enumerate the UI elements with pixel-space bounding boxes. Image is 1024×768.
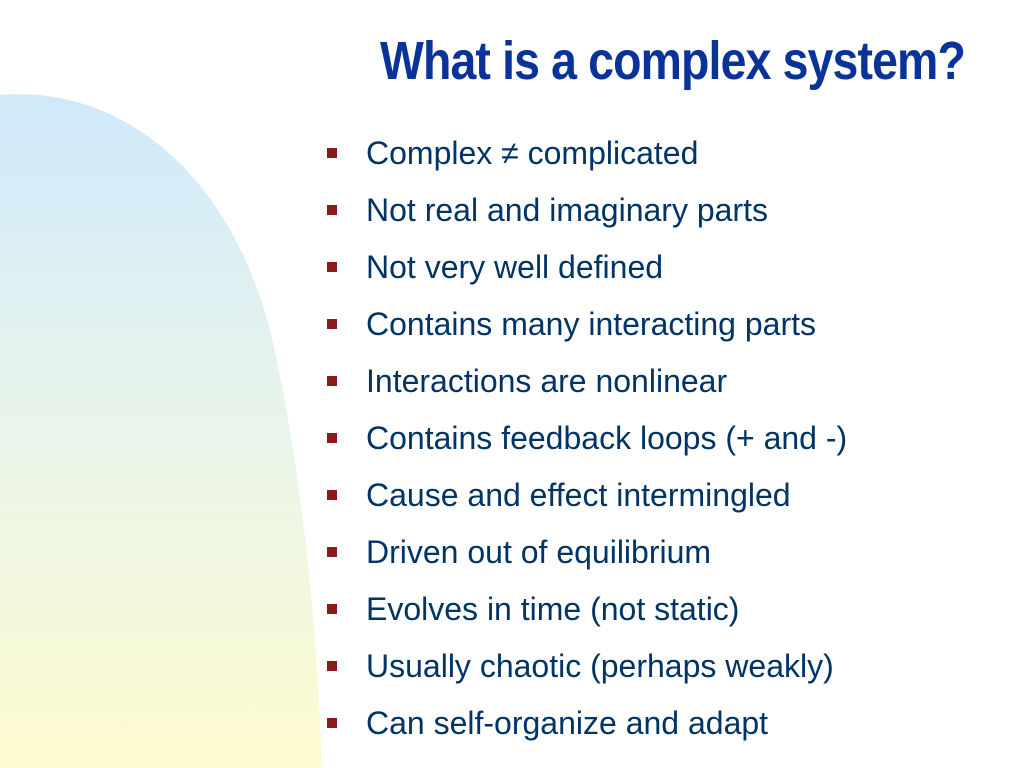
- square-bullet-icon: [327, 433, 337, 444]
- slide-title: What is a complex system?: [379, 31, 966, 91]
- bullet-text: Contains many interacting parts: [366, 305, 816, 342]
- bullet-text: Usually chaotic (perhaps weakly): [366, 648, 834, 685]
- bullet-text: Can self-organize and adapt: [366, 705, 769, 742]
- list-item: Contains feedback loops (+ and -): [322, 409, 847, 466]
- square-bullet-icon: [327, 604, 337, 615]
- list-item: Evolves in time (not static): [322, 581, 847, 638]
- bullet-text: Cause and effect intermingled: [366, 477, 791, 514]
- bullet-text: Interactions are nonlinear: [366, 362, 728, 399]
- bullet-text: Driven out of equilibrium: [366, 534, 712, 571]
- bullet-list: Complex ≠ complicated Not real and imagi…: [322, 124, 847, 752]
- list-item: Not real and imaginary parts: [322, 181, 847, 238]
- bullet-text: Not real and imaginary parts: [366, 191, 768, 228]
- bullet-text: Complex ≠ complicated: [366, 134, 699, 171]
- list-item: Not very well defined: [322, 238, 847, 295]
- square-bullet-icon: [327, 261, 337, 272]
- square-bullet-icon: [327, 204, 337, 215]
- list-item: Usually chaotic (perhaps weakly): [322, 638, 847, 695]
- list-item: Driven out of equilibrium: [322, 524, 847, 581]
- list-item: Cause and effect intermingled: [322, 467, 847, 524]
- list-item: Interactions are nonlinear: [322, 352, 847, 409]
- list-item: Complex ≠ complicated: [322, 124, 847, 181]
- square-bullet-icon: [327, 147, 337, 158]
- square-bullet-icon: [327, 375, 337, 386]
- square-bullet-icon: [327, 318, 337, 329]
- square-bullet-icon: [327, 718, 337, 729]
- list-item: Can self-organize and adapt: [322, 695, 847, 752]
- square-bullet-icon: [327, 547, 337, 558]
- list-item: Contains many interacting parts: [322, 295, 847, 352]
- bullet-text: Contains feedback loops (+ and -): [366, 420, 848, 457]
- square-bullet-icon: [327, 490, 337, 501]
- square-bullet-icon: [327, 661, 337, 672]
- bullet-text: Not very well defined: [366, 248, 664, 285]
- bullet-text: Evolves in time (not static): [366, 591, 740, 628]
